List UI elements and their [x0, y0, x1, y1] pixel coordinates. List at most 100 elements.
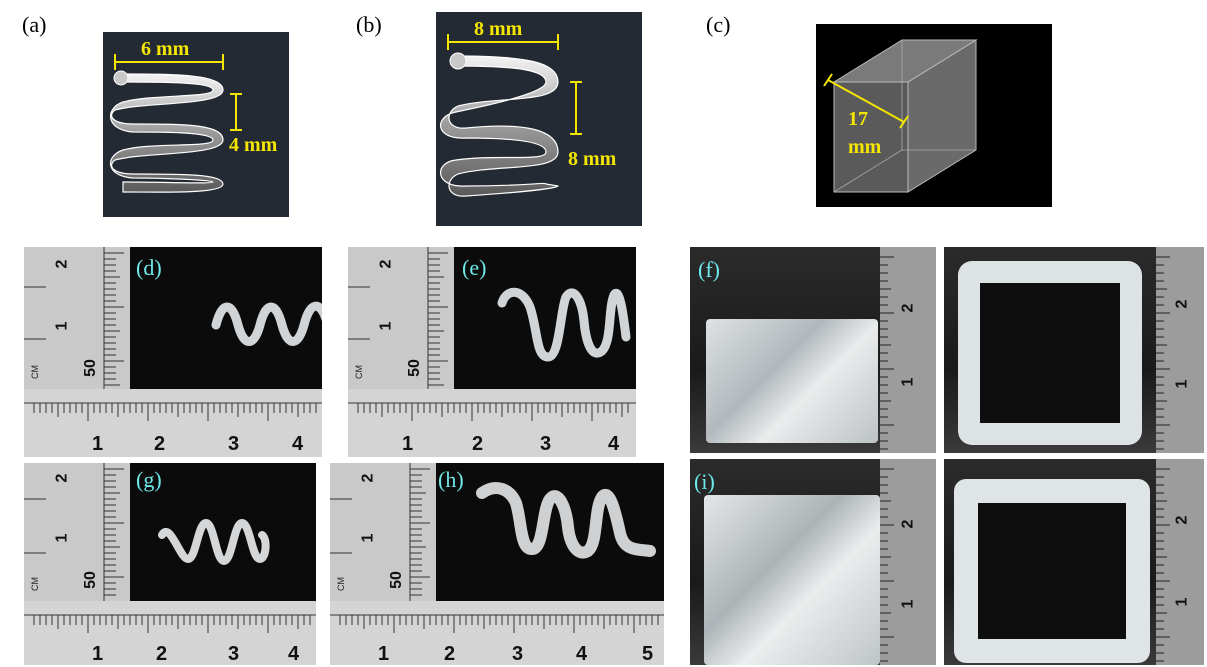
side-ruler-mark-1: 1	[899, 377, 917, 387]
h-ruler-ticks-e	[348, 402, 636, 421]
h-ruler-mark-2: 2	[444, 643, 456, 665]
h-ruler-mark-4: 4	[292, 433, 304, 455]
h-ruler-mark-2: 2	[154, 433, 166, 455]
printed-spring-d	[211, 301, 322, 346]
dimension-edge-number: 17	[848, 108, 868, 130]
ruler-mark-1: 1	[377, 321, 395, 331]
h-ruler-mark-3: 3	[540, 433, 552, 455]
photo-panel-f-top: 2 1	[944, 247, 1204, 453]
side-ruler-f-top: 2 1	[1156, 247, 1204, 453]
side-ruler-ticks-f	[880, 256, 894, 450]
ruler-mark-2: 2	[53, 473, 71, 483]
dimension-width-a: 6 mm	[141, 38, 190, 60]
side-ruler-mark-2: 2	[899, 519, 917, 529]
dimension-width-b: 8 mm	[474, 18, 523, 40]
dimension-pitch-b: 8 mm	[568, 148, 617, 170]
h-ruler-mark-3: 3	[512, 643, 524, 665]
horizontal-ruler-d: 1 2 3 4	[24, 389, 322, 457]
side-ruler-ticks-i	[880, 468, 894, 662]
ruler-ticks-h	[330, 463, 430, 601]
spring-a-illustration	[109, 54, 242, 193]
h-ruler-mark-4: 4	[576, 643, 588, 665]
panel-c-label: (c)	[706, 12, 731, 37]
side-ruler-ticks-f-top	[1156, 256, 1170, 450]
h-ruler-ticks-g	[24, 614, 316, 633]
dimension-pitch-a: 4 mm	[229, 134, 278, 156]
side-ruler-mark-1: 1	[899, 599, 917, 609]
panel-d-label: (d)	[136, 255, 162, 280]
panel-e-label: (e)	[462, 255, 487, 280]
panel-b-label: (b)	[356, 12, 382, 37]
ruler-unit-cm: CM	[30, 577, 40, 591]
h-ruler-ticks-d	[24, 402, 322, 421]
h-ruler-mark-1: 1	[402, 433, 414, 455]
h-ruler-mark-1: 1	[378, 643, 390, 665]
spring-b-illustration	[439, 34, 582, 197]
side-ruler-mark-1: 1	[1173, 597, 1191, 607]
vertical-ruler-h: 2 1 50 CM	[330, 463, 436, 601]
side-ruler-i: 2 1	[880, 459, 936, 665]
vertical-ruler-g: 2 1 50 CM	[24, 463, 130, 601]
ruler-unit-cm: CM	[354, 365, 364, 379]
horizontal-ruler-e: 1 2 3 4	[348, 389, 636, 457]
dimension-edge-unit: mm	[848, 136, 882, 158]
ruler-mark-50: 50	[81, 571, 99, 589]
ruler-unit-cm: CM	[336, 577, 346, 591]
spring-render-a: 6 mm 4 mm	[103, 32, 289, 217]
vertical-ruler-e: 2 1 50 CM	[348, 247, 454, 389]
vertical-ruler-d: 2 1 50 CM	[24, 247, 130, 389]
ruler-mark-1: 1	[53, 533, 71, 543]
panel-h-label: (h)	[438, 467, 464, 492]
panel-f-label: (f)	[698, 257, 720, 282]
ruler-unit-cm: CM	[30, 365, 40, 379]
ruler-mark-2: 2	[377, 259, 395, 269]
horizontal-ruler-h: 1 2 3 4 5	[330, 601, 664, 665]
h-ruler-mark-1: 1	[92, 433, 104, 455]
photo-panel-d: 2 1 50 CM 1 2 3 4 (d)	[24, 247, 322, 457]
side-ruler-f: 2 1	[880, 247, 936, 453]
printed-cube-front-i	[704, 495, 880, 665]
photo-panel-e: 2 1 50 CM 1 2 3 4 (e)	[348, 247, 636, 457]
printed-spring-h	[476, 482, 656, 559]
ruler-mark-1: 1	[359, 533, 377, 543]
h-ruler-mark-2: 2	[472, 433, 484, 455]
panel-g-label: (g)	[136, 467, 162, 492]
ruler-ticks-e	[348, 247, 448, 389]
printed-spring-e	[497, 287, 631, 362]
ruler-mark-50: 50	[81, 359, 99, 377]
panel-i-label: (i)	[694, 469, 715, 494]
panel-a-label: (a)	[22, 12, 47, 37]
ruler-mark-2: 2	[359, 473, 377, 483]
side-ruler-ticks-i-top	[1156, 468, 1170, 662]
h-ruler-mark-2: 2	[156, 643, 168, 665]
printed-cube-top-i	[954, 479, 1150, 663]
h-ruler-mark-4: 4	[288, 643, 300, 665]
ruler-mark-1: 1	[53, 321, 71, 331]
photo-panel-f-front: 2 1 (f)	[690, 247, 936, 453]
h-ruler-mark-5: 5	[642, 643, 654, 665]
printed-cube-front-f	[706, 319, 878, 443]
side-ruler-mark-2: 2	[1173, 515, 1191, 525]
side-ruler-i-top: 2 1	[1156, 459, 1204, 665]
ruler-ticks-d	[24, 247, 124, 389]
h-ruler-mark-3: 3	[228, 643, 240, 665]
horizontal-ruler-g: 1 2 3 4	[24, 601, 316, 665]
h-ruler-mark-1: 1	[92, 643, 104, 665]
printed-cube-top-f	[958, 261, 1142, 445]
ruler-ticks-g	[24, 463, 124, 601]
photo-panel-g: 2 1 50 CM 1 2 3 4 (g)	[24, 463, 316, 665]
side-ruler-mark-1: 1	[1173, 379, 1191, 389]
cube-render-c: 17 mm	[816, 24, 1052, 207]
ruler-mark-50: 50	[405, 359, 423, 377]
ruler-mark-2: 2	[53, 259, 71, 269]
cube-illustration	[823, 39, 978, 193]
photo-panel-i-top: 2 1	[944, 459, 1204, 665]
side-ruler-mark-2: 2	[899, 303, 917, 313]
h-ruler-mark-3: 3	[228, 433, 240, 455]
spring-render-b: 8 mm 8 mm	[436, 12, 642, 226]
side-ruler-mark-2: 2	[1173, 299, 1191, 309]
photo-panel-h: 2 1 50 CM 1 2 3 4 5 (h)	[330, 463, 664, 665]
photo-panel-i-front: 2 1 (i)	[690, 459, 936, 665]
h-ruler-mark-4: 4	[608, 433, 620, 455]
printed-spring-g	[158, 518, 270, 566]
